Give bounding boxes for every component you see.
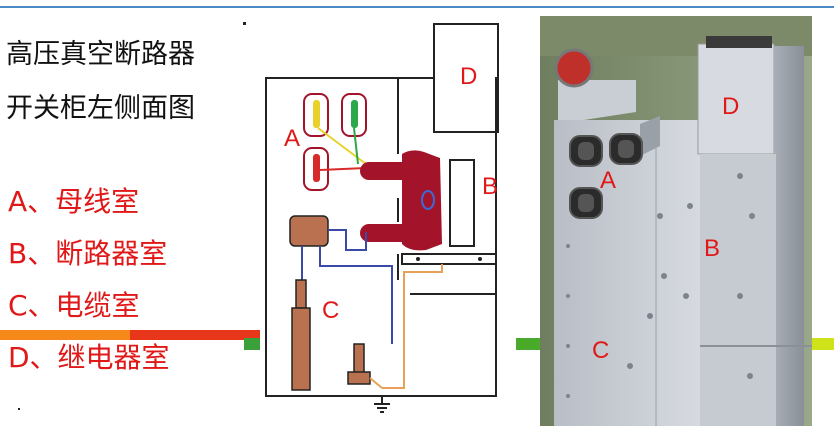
legend-item-a: A、母线室 [8, 185, 140, 218]
wire-blue-2 [319, 246, 393, 344]
cable-termination [295, 279, 307, 309]
accent-bar-orange [0, 330, 130, 340]
accent-bar-yellow-right [808, 338, 834, 350]
arrester-base [347, 371, 371, 385]
accent-bar-green-right [516, 338, 542, 350]
busbar-red [313, 154, 320, 182]
relay-room-box [433, 23, 499, 133]
accent-square-green [244, 338, 260, 350]
decorative-dot [243, 22, 246, 25]
fan-icon [554, 48, 594, 88]
cable [291, 307, 311, 391]
breaker-indicator [421, 190, 435, 210]
busbar-green [351, 100, 358, 128]
photo-label-a: A [600, 167, 616, 194]
legend-item-c: C、电缆室 [8, 289, 140, 322]
diagram-label-a: A [284, 125, 300, 152]
header-rule [0, 6, 834, 8]
surge-arrester [353, 343, 365, 375]
legend-item-b: B、断路器室 [8, 237, 168, 270]
title-line-1: 高压真空断路器 [6, 39, 195, 70]
diagram-label-d: D [460, 63, 477, 90]
diagram-label-b: B [482, 173, 498, 200]
ground-icon [374, 396, 390, 413]
relay-box [697, 43, 775, 155]
photo-label-c: C [592, 337, 609, 364]
busbar-cell-1 [303, 93, 329, 137]
legend-item-d: D、继电器室 [8, 341, 170, 374]
busbar-yellow [313, 100, 320, 128]
diagram-label-c: C [322, 297, 339, 324]
title-line-2: 开关柜左侧面图 [6, 93, 195, 124]
accent-bar-red [130, 330, 260, 340]
wire-blue-1 [328, 229, 367, 251]
front-panel [774, 46, 804, 426]
switchgear-diagram: A B C D [265, 23, 499, 413]
photo-label-b: B [704, 235, 720, 262]
breaker-frame [449, 159, 475, 247]
breaker-carriage [401, 253, 497, 265]
current-transformer [289, 215, 329, 247]
photo-label-d: D [722, 93, 739, 120]
switchgear-photo: A B C D [540, 16, 812, 426]
wire-orange [382, 264, 443, 389]
decorative-dot [18, 408, 20, 410]
